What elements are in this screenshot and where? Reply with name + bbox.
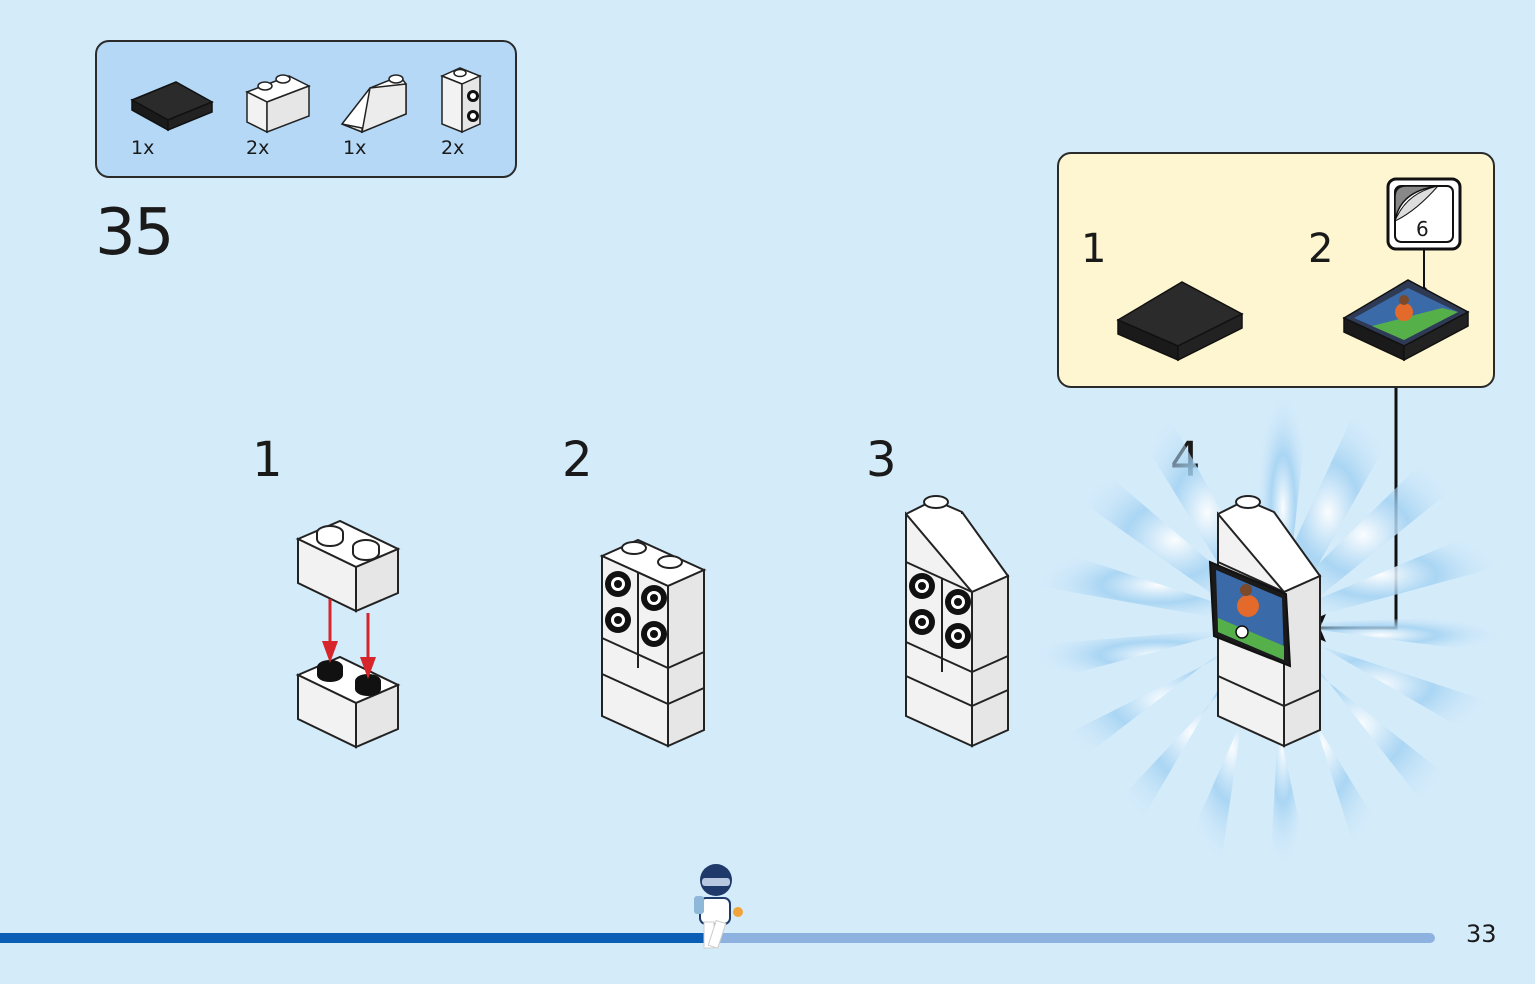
sub-step-3-illustration bbox=[905, 495, 1010, 748]
progress-done bbox=[0, 933, 718, 943]
part-qty-1: 1x bbox=[131, 137, 155, 159]
step-number: 35 bbox=[95, 196, 174, 270]
white-brick-1x2-icon bbox=[245, 74, 311, 134]
white-brick-1x1-side-studs-icon bbox=[440, 67, 482, 134]
sub-step-4-illustration bbox=[1208, 495, 1322, 748]
page-number: 33 bbox=[1466, 920, 1497, 948]
part-qty-2: 2x bbox=[246, 137, 270, 159]
minifigure-progress-icon bbox=[694, 864, 743, 949]
sub-step-3: 3 bbox=[866, 432, 897, 488]
part-qty-4: 2x bbox=[441, 137, 465, 159]
sticker-sheet-icon bbox=[1386, 177, 1462, 251]
black-tile-2x2-icon bbox=[130, 81, 214, 132]
callout-step-2: 2 bbox=[1308, 226, 1334, 272]
sub-step-1: 1 bbox=[252, 432, 283, 488]
sub-step-1-illustration bbox=[295, 519, 401, 749]
white-slope-1x2-icon bbox=[340, 74, 407, 134]
part-qty-3: 1x bbox=[343, 137, 367, 159]
sticker-number: 6 bbox=[1416, 217, 1429, 241]
sub-step-2-illustration bbox=[599, 538, 707, 748]
sub-step-2: 2 bbox=[562, 432, 593, 488]
black-tile-callout-icon bbox=[1116, 281, 1244, 362]
sticker-tile-icon bbox=[1342, 279, 1470, 362]
callout-step-1: 1 bbox=[1081, 226, 1107, 272]
